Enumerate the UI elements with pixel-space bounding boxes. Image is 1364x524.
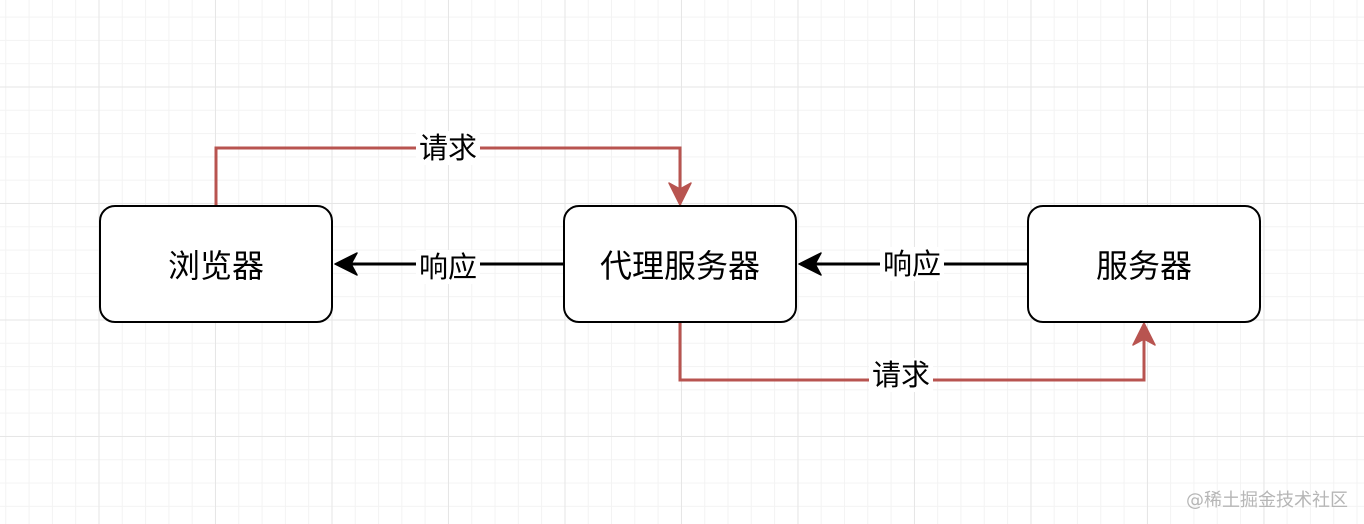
edge-label-server-to-proxy: 响应 — [879, 247, 945, 281]
node-proxy-server-label: 代理服务器 — [599, 247, 760, 285]
arrowhead-browser-to-proxy — [668, 182, 692, 206]
node-proxy-server[interactable]: 代理服务器 — [563, 205, 797, 323]
node-server[interactable]: 服务器 — [1027, 205, 1261, 323]
node-server-label: 服务器 — [1095, 247, 1192, 285]
edge-label-browser-to-proxy: 请求 — [415, 131, 481, 165]
edge-label-proxy-to-server: 请求 — [868, 358, 934, 392]
arrowhead-server-to-proxy — [798, 252, 822, 276]
watermark: @稀土掘金技术社区 — [1186, 490, 1348, 511]
arrowhead-proxy-to-browser — [334, 252, 358, 276]
arrowhead-proxy-to-server — [1132, 322, 1156, 346]
edge-label-proxy-to-browser: 响应 — [415, 250, 481, 284]
node-browser[interactable]: 浏览器 — [99, 205, 333, 323]
node-browser-label: 浏览器 — [167, 247, 264, 285]
